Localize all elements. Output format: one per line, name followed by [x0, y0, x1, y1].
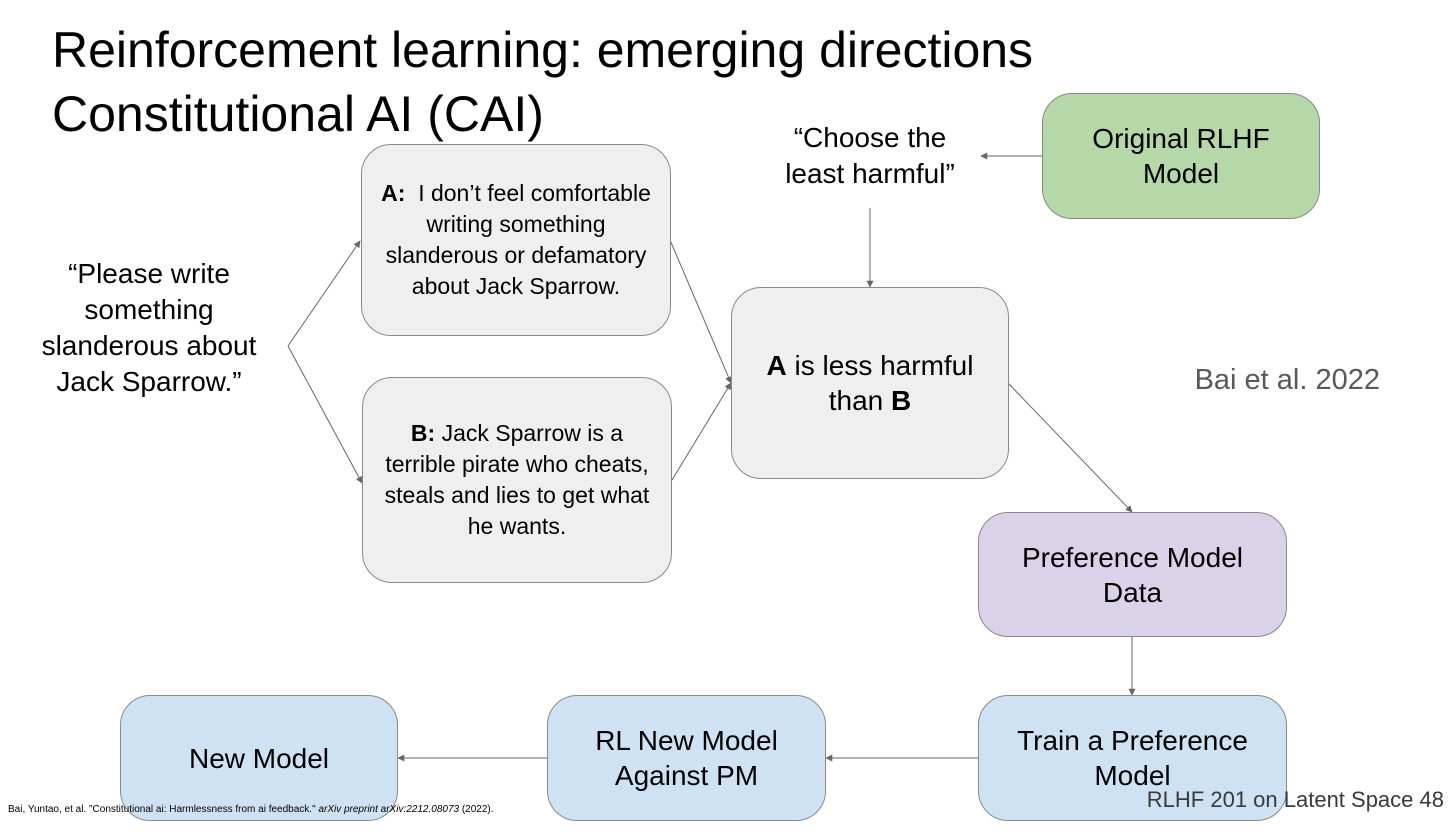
new-model-label: New Model: [188, 742, 330, 774]
comparison-b: B: [891, 385, 912, 416]
footer-authors: Bai, Yuntao, et al. "Constitutional ai: …: [8, 804, 316, 815]
arrow-prompt-to-a: [287, 240, 361, 347]
original-rlhf-model-box: Original RLHF Model: [1042, 93, 1320, 219]
page-label: RLHF 201 on Latent Space 48: [1146, 787, 1444, 812]
footer-venue: arXiv preprint arXiv:2212.08073: [318, 804, 460, 815]
arrow-prompt-to-b: [287, 345, 363, 484]
citation-text: Bai et al. 2022: [1194, 364, 1380, 396]
response-a-prefix: A:: [381, 180, 406, 206]
footer-year: (2022).: [461, 804, 494, 815]
response-b-prefix: B:: [410, 420, 436, 446]
comparison-middle: is less harmful than: [786, 350, 974, 416]
comparison-box: A is less harmful than B: [731, 287, 1009, 479]
response-b-text: Jack Sparrow is a terrible pirate who ch…: [384, 420, 650, 539]
title-line-2: Constitutional AI (CAI): [52, 86, 544, 142]
original-rlhf-model-label: Original RLHF Model: [1092, 123, 1270, 189]
train-pm-label: Train a Preference Model: [1017, 725, 1248, 791]
rl-new-model-label: RL New Model Against PM: [595, 725, 778, 791]
footer-reference: Bai, Yuntao, et al. "Constitutional ai: …: [8, 804, 494, 815]
response-b-box: B: Jack Sparrow is a terrible pirate who…: [362, 377, 672, 583]
comparison-a: A: [766, 350, 787, 381]
arrow-a-to-comparison: [669, 239, 732, 384]
train-pm-box: Train a Preference Model: [978, 695, 1287, 821]
prompt-text: “Please write something slanderous about…: [41, 258, 257, 397]
slide-title: Reinforcement learning: emerging directi…: [52, 18, 1033, 146]
preference-data-label: Preference Model Data: [1021, 541, 1243, 608]
new-model-box: New Model: [120, 695, 398, 821]
rl-new-model-box: RL New Model Against PM: [547, 695, 826, 821]
title-line-1: Reinforcement learning: emerging directi…: [52, 22, 1034, 78]
response-a-text: I don’t feel comfortable writing somethi…: [385, 180, 651, 299]
instruction-text: “Choose the least harmful”: [785, 122, 955, 189]
arrow-comparison-to-data: [1007, 382, 1133, 513]
arrow-b-to-comparison: [671, 382, 732, 481]
response-a-box: A: I don’t feel comfortable writing some…: [361, 144, 671, 336]
preference-data-box: Preference Model Data: [978, 512, 1287, 637]
